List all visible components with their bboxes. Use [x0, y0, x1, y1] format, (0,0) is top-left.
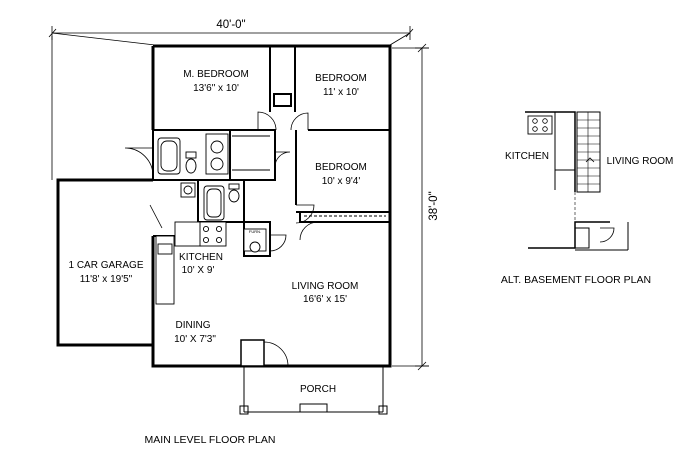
- dining-label: DINING: [176, 320, 211, 331]
- garage-size: 11'8' x 19'5": [80, 274, 133, 285]
- front-entry-frame: [240, 339, 265, 367]
- living-room-label: LIVING ROOM: [292, 281, 359, 292]
- garage-label: 1 CAR GARAGE: [68, 260, 143, 271]
- dining-size: 10' X 7'3": [174, 334, 216, 345]
- bedroom-2-label: BEDROOM: [315, 73, 367, 84]
- bedroom-3-size: 10' x 9'4': [322, 176, 361, 187]
- depth-dimension: 38'-0": [428, 191, 440, 220]
- porch-label: PORCH: [300, 384, 336, 395]
- main-level-title: MAIN LEVEL FLOOR PLAN: [145, 434, 276, 446]
- interior-walls: [152, 46, 391, 257]
- width-dimension: 40'-0": [216, 19, 245, 31]
- bedroom-2-size: 11' x 10': [323, 87, 359, 98]
- bedroom-3-label: BEDROOM: [315, 162, 367, 173]
- bathroom-fixtures: [157, 133, 386, 221]
- width-dimension-line: [48, 26, 414, 180]
- kitchen-label: KITCHEN: [179, 252, 223, 263]
- alt-kitchen-label: KITCHEN: [505, 151, 549, 162]
- alt-basement-plan: [525, 111, 629, 251]
- kitchen-fixtures: [155, 221, 267, 305]
- exterior-walls: [56, 44, 392, 368]
- depth-dimension-line: [392, 43, 429, 371]
- alt-living-room-label: LIVING ROOM: [607, 156, 674, 167]
- kitchen-size: 10' X 9': [182, 265, 215, 276]
- furnace-label: FURN.: [249, 229, 261, 234]
- master-bedroom-size: 13'6" x 10': [193, 83, 239, 94]
- porch-outline: [239, 366, 388, 415]
- alt-basement-title: ALT. BASEMENT FLOOR PLAN: [501, 274, 651, 286]
- master-bedroom-label: M. BEDROOM: [183, 69, 249, 80]
- living-room-size: 16'6' x 15': [303, 294, 347, 305]
